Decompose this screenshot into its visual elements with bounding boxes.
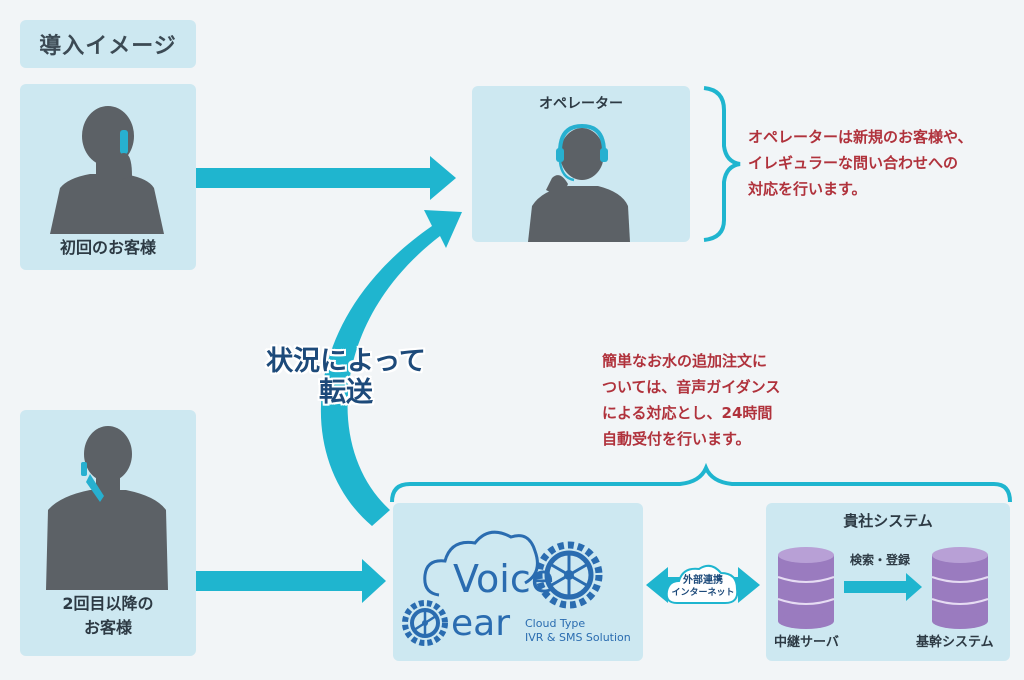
voicegear-logo-word1: Voice [453, 557, 555, 601]
page-title: 導入イメージ [20, 20, 196, 68]
company-system-panel: 貴社システム 検索・登録 中継サーバ 基幹システム [766, 503, 1010, 661]
search-register-arrow [844, 573, 922, 601]
voicegear-note-line4: 自動受付を行います。 [602, 430, 751, 448]
voicegear-panel: Voice ear Cloud Type IVR & SMS Solution [393, 503, 643, 661]
search-register-label: 検索・登録 [850, 553, 911, 567]
voicegear-logo-graphic [402, 530, 603, 646]
caller-silhouette-icon [46, 426, 168, 590]
operator-bracket [703, 86, 741, 242]
operator-headset-icon [528, 123, 630, 242]
network-label-line2: インターネット [671, 588, 735, 598]
arrow-to-voicegear [196, 559, 386, 603]
transfer-label-line1: 状況によって [266, 346, 426, 377]
caller-silhouette-icon [50, 106, 164, 234]
transfer-curve-arrow [320, 210, 462, 526]
relay-server-label: 中継サーバ [774, 635, 839, 650]
operator-title: オペレーター [539, 96, 623, 112]
database-icon [931, 547, 989, 629]
operator-note-line3: 対応を行います。 [748, 180, 867, 198]
transfer-label-line2: 転送 [319, 377, 373, 408]
voicegear-tagline-line1: Cloud Type [525, 617, 586, 630]
repeat-customer-label-line1: 2回目以降の [62, 594, 154, 613]
voicegear-note-line3: による対応とし、24時間 [602, 404, 773, 422]
voicegear-logo-word2: ear [451, 603, 511, 644]
core-system-label: 基幹システム [916, 635, 994, 650]
repeat-customer-label-line2: お客様 [83, 618, 132, 637]
operator-note-line2: イレギュラーな問い合わせへの [748, 154, 959, 172]
network-label: 外部連携 インターネット [666, 563, 740, 607]
first-customer-panel: 初回のお客様 [20, 84, 196, 270]
database-icon [777, 547, 835, 629]
database-icons [777, 547, 989, 629]
operator-note-line1: オペレーターは新規のお客様や、 [748, 128, 973, 146]
company-system-title: 貴社システム [843, 512, 933, 530]
voicegear-tagline-line2: IVR & SMS Solution [525, 631, 631, 644]
first-customer-label: 初回のお客様 [59, 238, 156, 257]
voicegear-note-line2: ついては、音声ガイダンス [602, 378, 781, 396]
network-label-line1: 外部連携 [683, 575, 723, 586]
voicegear-note-line1: 簡単なお水の追加注文に [602, 352, 768, 370]
arrow-to-operator [196, 156, 456, 200]
transfer-label: 状況によって 転送 [246, 346, 446, 408]
cloud-icon [665, 564, 739, 604]
repeat-customer-panel: 2回目以降の お客様 [20, 410, 196, 656]
operator-panel: オペレーター [472, 86, 690, 242]
voicegear-bracket [390, 462, 1012, 503]
